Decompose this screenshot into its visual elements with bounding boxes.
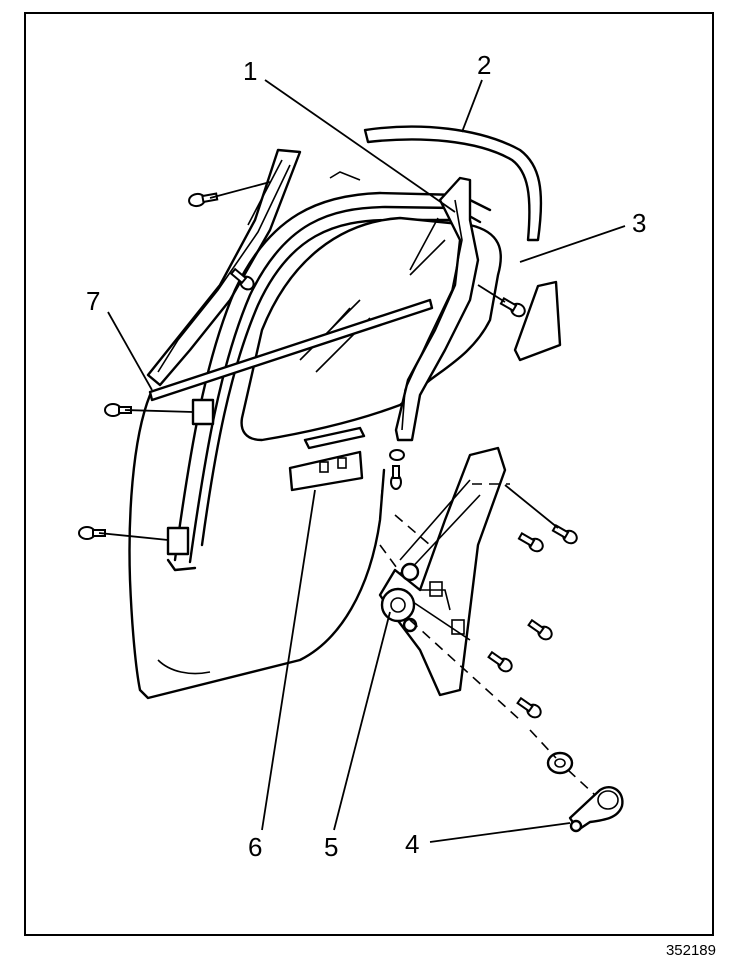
- channel-bracket-lower: [166, 526, 190, 556]
- leader-4: [429, 822, 571, 843]
- callout-5: 5: [324, 832, 338, 862]
- diagram-frame: [24, 12, 714, 936]
- glass-sash-channel: [288, 426, 366, 492]
- callout-7: 7: [86, 286, 100, 316]
- inner-belt-sealing-strip: [148, 298, 434, 402]
- callout-1: 1: [243, 56, 257, 86]
- upper-weatherstrip: [363, 125, 543, 242]
- leader-2: [461, 79, 483, 133]
- screw-set: [78, 192, 578, 719]
- leader-6: [261, 489, 316, 831]
- callout-3: 3: [632, 208, 646, 238]
- figure-number: 352189: [665, 942, 716, 959]
- window-run-channel: [166, 171, 492, 572]
- channel-bracket-upper: [191, 398, 215, 426]
- front-run-channel: [394, 176, 480, 442]
- rear-run-channel: [146, 148, 302, 387]
- callout-2: 2: [477, 50, 491, 80]
- callout-6: 6: [248, 832, 262, 862]
- mirror-filler-panel: [513, 280, 562, 362]
- door-inner-panel: [128, 393, 386, 700]
- callout-4: 4: [405, 829, 419, 859]
- leader-5: [333, 611, 391, 831]
- leader-7: [107, 311, 153, 391]
- leader-1: [264, 79, 456, 213]
- leader-3: [519, 225, 626, 263]
- window-crank-handle: [546, 751, 624, 833]
